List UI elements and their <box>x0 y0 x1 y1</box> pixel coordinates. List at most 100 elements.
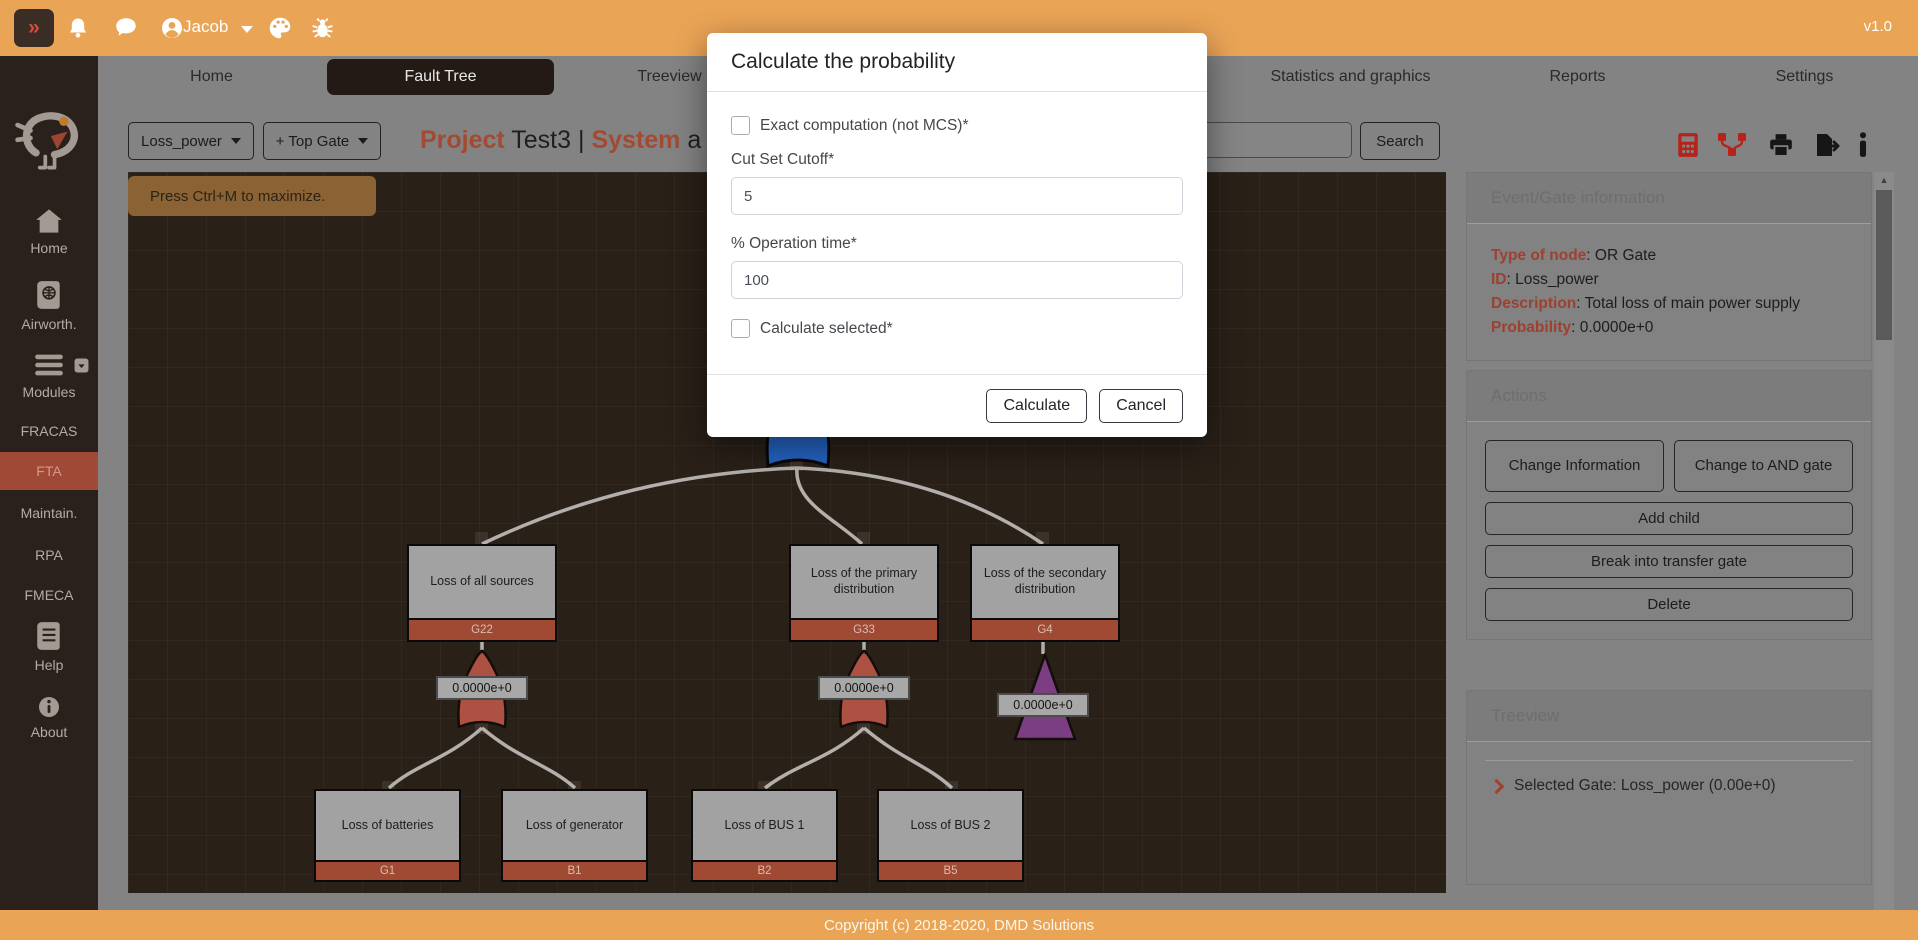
endpoint <box>857 721 870 734</box>
treeview-selected-gate[interactable]: Selected Gate: Loss_power (0.00e+0) <box>1488 777 1847 795</box>
break-into-transfer-gate-button[interactable]: Break into transfer gate <box>1485 545 1853 578</box>
node-select-dropdown[interactable]: Loss_power <box>128 122 254 160</box>
calculate-probability-modal: Calculate the probability Exact computat… <box>707 33 1207 437</box>
operation-time-label: % Operation time* <box>731 235 857 252</box>
node-label: Loss of the secondary distribution <box>972 546 1118 618</box>
probability-badge: 0.0000e+0 <box>997 693 1089 717</box>
sidebar-item-about[interactable]: About <box>0 696 98 740</box>
treeview-selected-label: Selected Gate: Loss_power (0.00e+0) <box>1514 777 1776 794</box>
search-button[interactable]: Search <box>1360 122 1440 160</box>
add-child-button[interactable]: Add child <box>1485 502 1853 535</box>
info-row: Probability: 0.0000e+0 <box>1491 319 1654 336</box>
tab-fault-tree[interactable]: Fault Tree <box>327 59 554 95</box>
sidebar-item-fta[interactable]: FTA <box>0 452 98 490</box>
tree-node-b1[interactable]: Loss of generator B1 <box>501 789 648 882</box>
chat-icon[interactable] <box>112 14 140 42</box>
change-information-button[interactable]: Change Information <box>1485 440 1664 492</box>
scroll-up-arrow[interactable]: ▲ <box>1879 175 1889 185</box>
book-icon <box>37 622 60 650</box>
sidebar-nav: Home Airworth. Modules FRACAS <box>0 56 98 910</box>
node-label: Loss of batteries <box>316 791 459 860</box>
sidebar-item-rpa[interactable]: RPA <box>0 544 98 563</box>
tab-reports[interactable]: Reports <box>1549 68 1606 85</box>
sidebar-item-label: Maintain. <box>20 505 78 521</box>
cut-set-cutoff-label: Cut Set Cutoff* <box>731 151 835 168</box>
probability-badge: 0.0000e+0 <box>818 676 910 700</box>
app-logo[interactable] <box>12 90 86 186</box>
operation-time-input[interactable] <box>731 261 1183 299</box>
sidebar-item-label: FTA <box>36 463 62 479</box>
divider <box>1485 760 1853 761</box>
sidebar-item-label: Home <box>30 240 68 256</box>
sidebar-item-home[interactable]: Home <box>0 208 98 256</box>
username-label[interactable]: Jacob <box>183 17 229 36</box>
exact-computation-checkbox[interactable] <box>731 116 750 135</box>
copyright-label: Copyright (c) 2018-2020, DMD Solutions <box>823 916 1095 934</box>
endpoint <box>475 721 488 734</box>
treeview-card: Treeview Selected Gate: Loss_power (0.00… <box>1466 690 1872 885</box>
sidebar-item-label: Airworth. <box>21 316 77 332</box>
connections-icon[interactable] <box>1718 132 1746 158</box>
export-icon[interactable] <box>1814 132 1840 158</box>
node-label: Loss of generator <box>503 791 646 860</box>
info-circle-icon <box>39 697 59 717</box>
node-id: B2 <box>693 860 836 880</box>
top-gate-label: + Top Gate <box>275 132 350 150</box>
scrollbar-thumb[interactable] <box>1876 190 1892 340</box>
sidebar-item-modules[interactable]: Modules <box>0 352 98 400</box>
node-select-label: Loss_power <box>141 132 222 150</box>
node-label: Loss of BUS 1 <box>693 791 836 860</box>
print-icon[interactable] <box>1768 132 1794 158</box>
tree-node-g22[interactable]: Loss of all sources G22 <box>407 544 557 642</box>
calculate-selected-checkbox[interactable] <box>731 319 750 338</box>
sidebar-item-label: About <box>30 724 68 740</box>
tree-node-g4[interactable]: Loss of the secondary distribution G4 <box>970 544 1120 642</box>
cut-set-cutoff-input[interactable] <box>731 177 1183 215</box>
tree-node-g33[interactable]: Loss of the primary distribution G33 <box>789 544 939 642</box>
menu-icon <box>35 354 63 376</box>
bug-icon[interactable] <box>308 14 336 42</box>
cancel-button[interactable]: Cancel <box>1099 389 1183 423</box>
sidebar-collapse-button[interactable]: » <box>14 9 54 47</box>
footer-bar: Copyright (c) 2018-2020, DMD Solutions <box>0 910 1918 940</box>
node-id: G33 <box>791 618 937 640</box>
card-header: Treeview <box>1467 691 1871 742</box>
sidebar-item-label: Modules <box>22 384 76 400</box>
book-globe-icon <box>37 281 60 309</box>
tree-node-b5[interactable]: Loss of BUS 2 B5 <box>877 789 1024 882</box>
sidebar-item-help[interactable]: Help <box>0 621 98 673</box>
calculate-selected-label: Calculate selected* <box>760 319 893 337</box>
change-to-and-gate-button[interactable]: Change to AND gate <box>1674 440 1853 492</box>
sidebar-item-fmeca[interactable]: FMECA <box>0 584 98 603</box>
info-icon[interactable] <box>1856 132 1882 158</box>
modal-title: Calculate the probability <box>707 33 1207 92</box>
calculator-icon[interactable] <box>1676 132 1702 158</box>
tab-settings[interactable]: Settings <box>1775 68 1834 85</box>
sidebar-item-airworthiness[interactable]: Airworth. <box>0 280 98 332</box>
node-id: G1 <box>316 860 459 880</box>
palette-icon[interactable] <box>266 14 294 42</box>
top-gate-dropdown[interactable]: + Top Gate <box>263 122 381 160</box>
user-icon[interactable] <box>158 14 186 42</box>
tab-treeview[interactable]: Treeview <box>637 68 702 85</box>
node-id: G22 <box>409 618 555 640</box>
event-gate-info-card: Event/Gate information Type of node: OR … <box>1466 172 1872 361</box>
sidebar-item-label: RPA <box>35 547 63 563</box>
node-label: Loss of all sources <box>409 546 555 618</box>
home-icon <box>36 209 62 233</box>
chevron-down-icon <box>230 138 241 144</box>
bell-icon[interactable] <box>64 14 92 42</box>
chevron-right-icon <box>1488 778 1505 794</box>
delete-button[interactable]: Delete <box>1485 588 1853 621</box>
tree-node-b2[interactable]: Loss of BUS 1 B2 <box>691 789 838 882</box>
sidebar-item-label: FRACAS <box>20 423 78 439</box>
panel-scrollbar[interactable]: ▲ ▼ <box>1874 172 1894 940</box>
tab-statistics[interactable]: Statistics and graphics <box>1270 68 1431 85</box>
sidebar-item-maintain[interactable]: Maintain. <box>0 502 98 521</box>
sidebar-item-fracas[interactable]: FRACAS <box>0 420 98 439</box>
calculate-button[interactable]: Calculate <box>986 389 1088 423</box>
tree-node-g1[interactable]: Loss of batteries G1 <box>314 789 461 882</box>
exact-computation-label: Exact computation (not MCS)* <box>760 116 969 134</box>
tab-home[interactable]: Home <box>190 68 233 85</box>
